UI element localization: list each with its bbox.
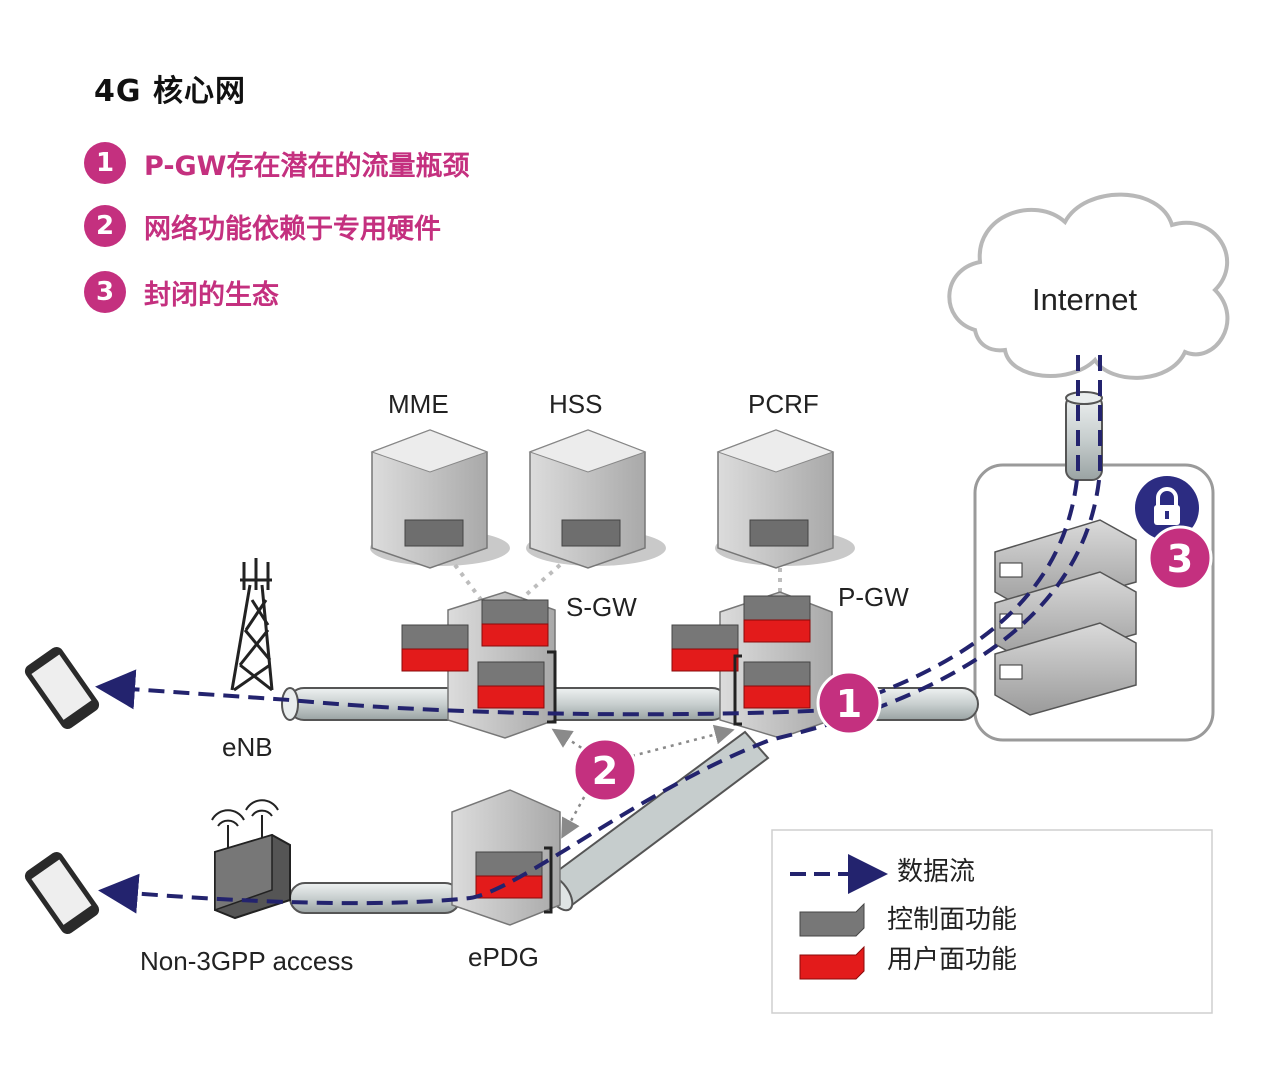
legend-control-plane: 控制面功能 xyxy=(887,905,1017,935)
page-title: 4G 核心网 xyxy=(94,74,246,109)
issue-2: 2 网络功能依赖于专用硬件 xyxy=(84,205,441,247)
enb-label: eNB xyxy=(222,732,273,762)
issue-text: 网络功能依赖于专用硬件 xyxy=(144,213,441,245)
badge-1: 1 xyxy=(816,670,882,736)
non3gpp-label: Non-3GPP access xyxy=(140,946,353,976)
epdg-label: ePDG xyxy=(468,942,539,972)
phone-icon xyxy=(24,852,100,934)
legend-data-flow: 数据流 xyxy=(897,857,975,887)
phone-icon xyxy=(24,647,100,729)
issue-1: 1 P-GW存在潜在的流量瓶颈 xyxy=(84,142,469,184)
mme-server: MME xyxy=(370,389,510,569)
legend: 数据流 控制面功能 用户面功能 xyxy=(771,829,1213,1014)
hss-server: HSS xyxy=(526,389,666,569)
hss-label: HSS xyxy=(549,389,602,419)
issue-number-badge: 3 xyxy=(84,271,126,313)
tunnel-tubes xyxy=(281,391,1103,914)
badge-3: 3 xyxy=(1147,525,1213,591)
data-flow-paths xyxy=(95,355,1102,914)
router-icon xyxy=(211,799,291,920)
badge-2: 2 xyxy=(572,737,638,803)
issue-number-badge: 2 xyxy=(84,205,126,247)
mme-label: MME xyxy=(388,389,449,419)
internet-label: Internet xyxy=(1032,282,1138,317)
control-links xyxy=(453,563,782,607)
hardware-dependency-arrows xyxy=(551,724,735,839)
sgw-server: S-GW xyxy=(401,591,637,739)
pgw-label: P-GW xyxy=(838,582,909,612)
lock-icon xyxy=(1135,476,1199,540)
legend-user-swatch xyxy=(799,945,865,980)
pcrf-server: PCRF xyxy=(715,389,855,569)
legend-user-plane: 用户面功能 xyxy=(887,945,1017,975)
internet-cloud: Internet xyxy=(947,192,1230,380)
issue-number-badge: 1 xyxy=(84,142,126,184)
enb-tower-icon xyxy=(230,558,274,692)
legend-control-swatch xyxy=(799,902,865,937)
svg-text:2: 2 xyxy=(592,749,618,793)
rack-servers xyxy=(994,519,1137,716)
sgw-label: S-GW xyxy=(566,592,637,622)
svg-text:1: 1 xyxy=(836,682,862,726)
epdg-server: ePDG xyxy=(451,789,561,972)
issue-text: 封闭的生态 xyxy=(144,279,279,311)
issue-3: 3 封闭的生态 xyxy=(84,271,279,313)
svg-text:3: 3 xyxy=(1167,537,1193,581)
issue-text: P-GW存在潜在的流量瓶颈 xyxy=(144,150,470,182)
pgw-server: P-GW xyxy=(671,582,909,739)
pcrf-label: PCRF xyxy=(748,389,819,419)
